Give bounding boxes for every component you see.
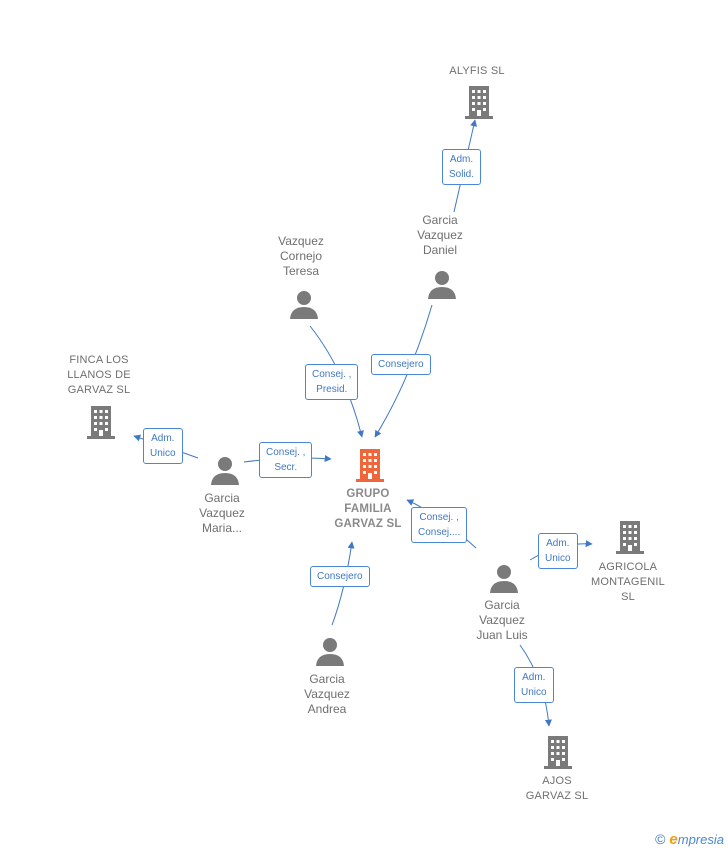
label-line: Maria... bbox=[201, 521, 242, 535]
brand-logo-initial: e bbox=[669, 831, 678, 848]
node-label-teresa[interactable]: Vazquez Cornejo Teresa bbox=[251, 234, 351, 279]
edge-label-line: Unico bbox=[521, 687, 547, 698]
label-line: Vazquez bbox=[417, 228, 463, 242]
edge-label-line: Consejero bbox=[378, 359, 424, 370]
node-label-finca[interactable]: FINCA LOS LLANOS DE GARVAZ SL bbox=[49, 353, 149, 398]
edge-label-line: Adm. bbox=[522, 672, 546, 683]
node-label-juanluis[interactable]: Garcia Vazquez Juan Luis bbox=[452, 598, 552, 643]
edge-label-line: Unico bbox=[545, 553, 571, 564]
edge-label-line: Adm. bbox=[546, 538, 570, 549]
edge-label-line: Solid. bbox=[449, 169, 475, 180]
label-line: GARVAZ SL bbox=[525, 790, 589, 802]
edge-label-juanluis-agricola[interactable]: Adm. Unico bbox=[538, 533, 578, 569]
label-line: Garcia bbox=[204, 491, 240, 505]
node-label-alyfis[interactable]: ALYFIS SL bbox=[427, 64, 527, 79]
building-icon[interactable] bbox=[614, 519, 646, 555]
person-icon[interactable] bbox=[288, 288, 320, 320]
label-line: Cornejo bbox=[279, 249, 323, 263]
label-line: Teresa bbox=[282, 264, 320, 278]
edge-label-line: Consejero bbox=[317, 571, 363, 582]
label-line: MONTAGENIL bbox=[591, 576, 665, 588]
edge-label-line: Adm. bbox=[151, 433, 175, 444]
label-line: LLANOS DE bbox=[67, 369, 131, 381]
label-line: SL bbox=[621, 591, 635, 603]
copyright-icon: © bbox=[655, 831, 666, 847]
label-line: FAMILIA bbox=[344, 503, 392, 515]
edge-label-juanluis-center[interactable]: Consej. , Consej.... bbox=[411, 507, 468, 543]
edge-label-line: Consej. , bbox=[312, 369, 352, 380]
edge-label-line: Adm. bbox=[449, 154, 474, 165]
person-icon[interactable] bbox=[488, 562, 520, 594]
label-line: GARVAZ SL bbox=[334, 518, 402, 530]
edge-label-daniel-center[interactable]: Consejero bbox=[371, 354, 431, 375]
label-line: GARVAZ SL bbox=[67, 384, 131, 396]
label-line: Vazquez bbox=[479, 613, 525, 627]
edge-label-daniel-alyfis[interactable]: Adm. Solid. bbox=[442, 149, 482, 185]
brand-logo-text: mpresia bbox=[677, 832, 724, 847]
edge-label-line: Secr. bbox=[274, 462, 298, 473]
edge-label-line: Consej. , bbox=[266, 447, 306, 458]
label-line: GRUPO bbox=[346, 488, 390, 500]
edge-label-line: Presid. bbox=[316, 384, 348, 395]
label-line: Vazquez bbox=[304, 687, 350, 701]
edge-label-maria-center[interactable]: Consej. , Secr. bbox=[259, 442, 313, 478]
label-line: ALYFIS SL bbox=[449, 65, 505, 77]
node-label-agricola[interactable]: AGRICOLA MONTAGENIL SL bbox=[578, 560, 678, 605]
label-line: AJOS bbox=[542, 775, 572, 787]
edge-daniel-center bbox=[374, 304, 433, 438]
label-line: Vazquez bbox=[278, 234, 324, 248]
person-icon[interactable] bbox=[314, 635, 346, 667]
edge-label-maria-finca[interactable]: Adm. Unico bbox=[143, 428, 183, 464]
building-icon[interactable] bbox=[85, 404, 117, 440]
edge-label-line: Consej.... bbox=[418, 527, 461, 538]
person-icon[interactable] bbox=[426, 268, 458, 300]
label-line: Vazquez bbox=[199, 506, 245, 520]
center-building-icon[interactable] bbox=[354, 447, 386, 483]
label-line: AGRICOLA bbox=[598, 561, 658, 573]
edge-label-line: Unico bbox=[150, 448, 176, 459]
label-line: Juan Luis bbox=[476, 628, 528, 642]
label-line: Garcia bbox=[484, 598, 520, 612]
node-label-daniel[interactable]: Garcia Vazquez Daniel bbox=[390, 213, 490, 258]
person-icon[interactable] bbox=[209, 454, 241, 486]
edge-label-line: Consej. , bbox=[419, 512, 459, 523]
node-label-center[interactable]: GRUPO FAMILIA GARVAZ SL bbox=[318, 487, 418, 532]
label-line: FINCA LOS bbox=[69, 354, 129, 366]
edge-label-teresa-center[interactable]: Consej. , Presid. bbox=[305, 364, 359, 400]
label-line: Andrea bbox=[307, 702, 347, 716]
footer-brand[interactable]: ©empresia bbox=[655, 831, 724, 848]
label-line: Garcia bbox=[422, 213, 458, 227]
edge-label-andrea-center[interactable]: Consejero bbox=[310, 566, 370, 587]
label-line: Daniel bbox=[422, 243, 458, 257]
node-label-andrea[interactable]: Garcia Vazquez Andrea bbox=[277, 672, 377, 717]
building-icon[interactable] bbox=[542, 734, 574, 770]
node-label-ajos[interactable]: AJOS GARVAZ SL bbox=[507, 774, 607, 804]
edge-label-juanluis-ajos[interactable]: Adm. Unico bbox=[514, 667, 554, 703]
node-label-maria[interactable]: Garcia Vazquez Maria... bbox=[172, 491, 272, 536]
building-icon[interactable] bbox=[463, 84, 495, 120]
label-line: Garcia bbox=[309, 672, 345, 686]
